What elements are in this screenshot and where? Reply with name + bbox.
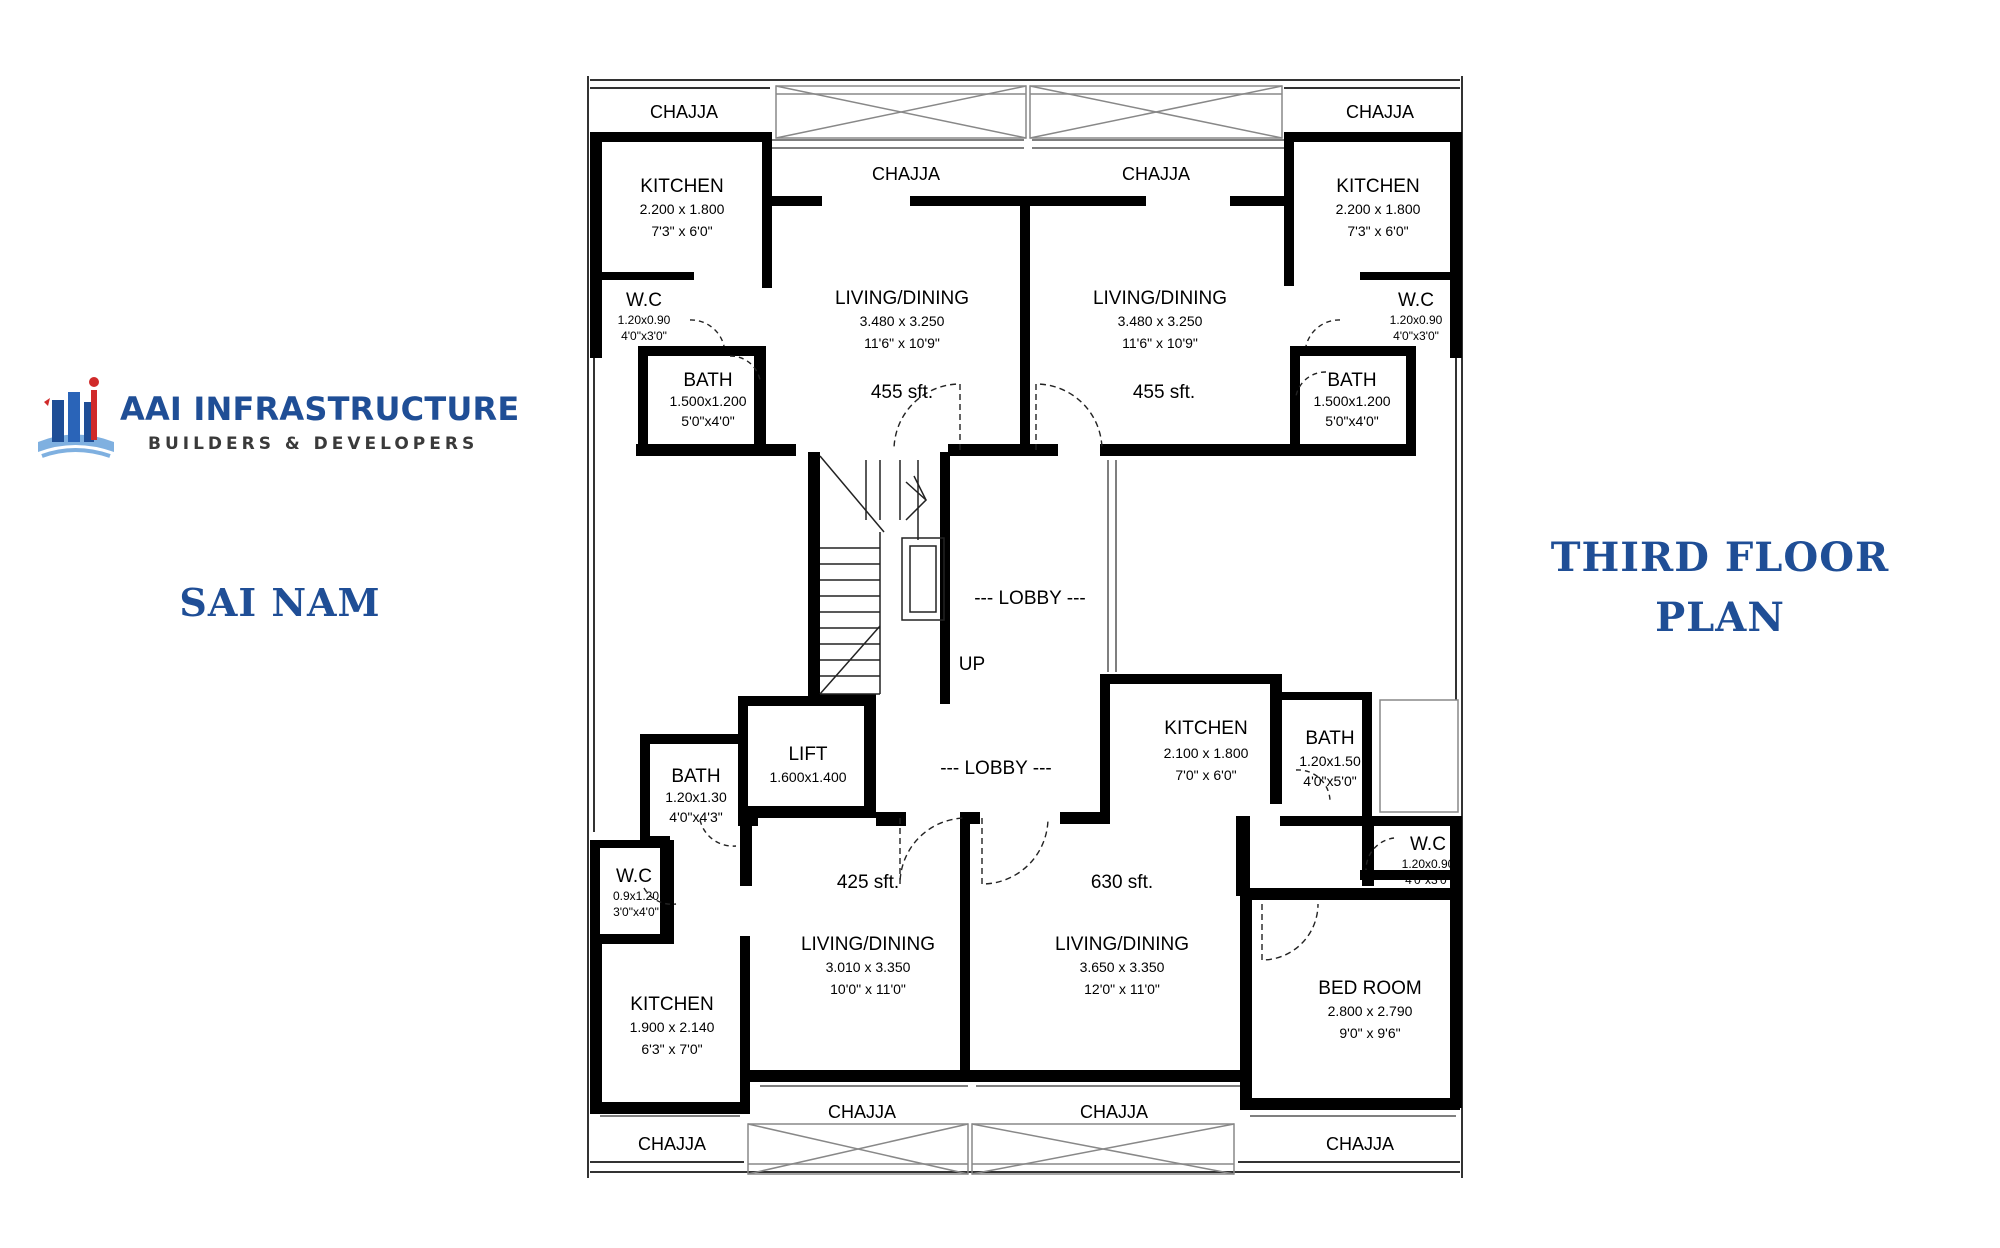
room-dims-imperial: 3'0"x4'0" [613,905,659,919]
room-dims-metric: 2.800 x 2.790 [1328,1003,1413,1019]
company-tagline: BUILDERS & DEVELOPERS [148,434,479,454]
room-dims-metric: 1.20x1.50 [1299,753,1361,769]
room-dims-metric: 1.20x1.30 [665,789,727,805]
room-dims-imperial: 7'0" x 6'0" [1175,767,1236,783]
unit-top-left: KITCHEN 2.200 x 1.800 7'3" x 6'0" W.C 1.… [618,176,969,429]
company-logo: AAI INFRASTRUCTURE BUILDERS & DEVELOPERS [30,372,519,472]
room-dims-metric: 1.500x1.200 [1313,393,1390,409]
chajja-label: CHAJJA [828,1102,896,1122]
room-dims-imperial: 4'0"x5'0" [1303,773,1356,789]
room-dims-metric: 3.010 x 3.350 [826,959,911,975]
room-name: W.C [616,866,652,887]
plan-title-line-2: PLAN [1655,594,1785,641]
chajja-label: CHAJJA [638,1134,706,1154]
room-dims-metric: 1.20x0.90 [1402,857,1455,871]
room-dims-metric: 3.480 x 3.250 [860,313,945,329]
room-dims-imperial: 7'3" x 6'0" [1347,223,1408,239]
room-name: KITCHEN [1336,176,1419,197]
room-name: BATH [683,370,732,391]
room-dims-metric: 2.100 x 1.800 [1164,745,1249,761]
room-dims-metric: 1.500x1.200 [669,393,746,409]
room-name: KITCHEN [1164,718,1247,739]
building-logo-icon [38,377,114,458]
unit-area: 455 sft. [1133,382,1195,403]
unit-bottom-right: KITCHEN 2.100 x 1.800 7'0" x 6'0" BATH 1… [1055,718,1455,1041]
room-dims-metric: 3.480 x 3.250 [1118,313,1203,329]
lift-dims: 1.600x1.400 [769,769,846,785]
room-name: LIVING/DINING [801,934,935,955]
lift-label: LIFT [788,744,827,765]
chajja-label: CHAJJA [1122,164,1190,184]
room-name: W.C [1398,290,1434,311]
room-dims-metric: 3.650 x 3.350 [1080,959,1165,975]
room-name: W.C [1410,834,1446,855]
room-dims-metric: 1.20x0.90 [618,313,671,327]
chajja-label: CHAJJA [1080,1102,1148,1122]
core-labels: --- LOBBY --- UP LIFT 1.600x1.400 --- LO… [769,588,1085,785]
chajja-label: CHAJJA [1326,1134,1394,1154]
room-name: W.C [626,290,662,311]
room-name: BATH [1305,728,1354,749]
room-dims-metric: 2.200 x 1.800 [640,201,725,217]
lobby-label: --- LOBBY --- [974,588,1086,609]
room-name: BATH [1327,370,1376,391]
chajja-labels: CHAJJA CHAJJA CHAJJA CHAJJA CHAJJA CHAJJ… [638,102,1414,1154]
room-dims-imperial: 11'6" x 10'9" [864,335,940,351]
room-name: KITCHEN [640,176,723,197]
chajja-label: CHAJJA [872,164,940,184]
unit-bottom-left: BATH 1.20x1.30 4'0"x4'3" W.C 0.9x1.20 3'… [613,766,935,1057]
walls [590,132,1462,1114]
unit-top-right: KITCHEN 2.200 x 1.800 7'3" x 6'0" W.C 1.… [1093,176,1443,429]
room-dims-imperial: 5'0"x4'0" [1325,413,1378,429]
chajja-label: CHAJJA [1346,102,1414,122]
project-name: SAI NAM [179,580,381,625]
chajja-label: CHAJJA [650,102,718,122]
room-dims-metric: 1.900 x 2.140 [630,1019,715,1035]
room-name: LIVING/DINING [1093,288,1227,309]
room-dims-imperial: 5'0"x4'0" [681,413,734,429]
unit-area: 425 sft. [837,872,899,893]
unit-area: 630 sft. [1091,872,1153,893]
company-name: AAI INFRASTRUCTURE [120,390,520,428]
room-dims-imperial: 10'0" x 11'0" [830,981,906,997]
balcony-railings [747,85,1459,1175]
room-dims-imperial: 11'6" x 10'9" [1122,335,1198,351]
room-name: BATH [671,766,720,787]
staircase [819,455,945,695]
room-dims-imperial: 12'0" x 11'0" [1084,981,1160,997]
plan-title: THIRD FLOOR PLAN [1540,528,1900,648]
room-dims-imperial: 6'3" x 7'0" [641,1041,702,1057]
doors [643,319,1395,961]
room-name: BED ROOM [1318,978,1421,999]
room-dims-imperial: 4'0"x3'0" [1393,329,1439,343]
room-name: LIVING/DINING [1055,934,1189,955]
plan-title-line-1: THIRD FLOOR [1550,534,1890,581]
stair-up-label: UP [959,654,985,675]
room-dims-metric: 1.20x0.90 [1390,313,1443,327]
room-dims-metric: 2.200 x 1.800 [1336,201,1421,217]
unit-area: 455 sft. [871,382,933,403]
room-dims-imperial: 7'3" x 6'0" [651,223,712,239]
room-dims-imperial: 4'0"x3'0" [621,329,667,343]
lobby-label: --- LOBBY --- [940,758,1052,779]
room-dims-imperial: 4'0"x3'0" [1405,873,1451,887]
room-name: KITCHEN [630,994,713,1015]
room-name: LIVING/DINING [835,288,969,309]
room-dims-imperial: 9'0" x 9'6" [1339,1025,1400,1041]
room-dims-metric: 0.9x1.20 [613,889,659,903]
room-dims-imperial: 4'0"x4'3" [669,809,722,825]
